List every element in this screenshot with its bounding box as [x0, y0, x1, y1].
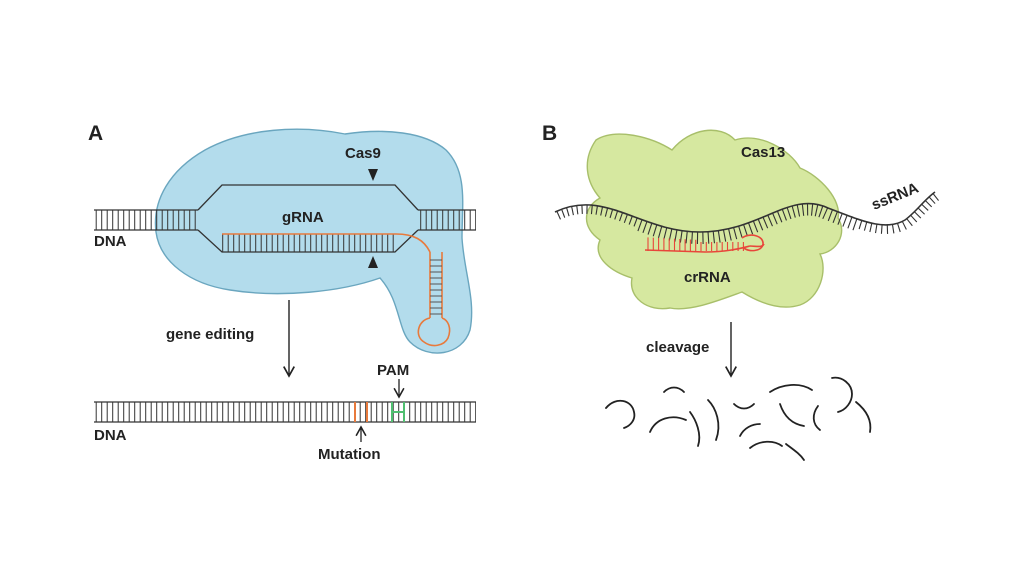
ssrna-bases [556, 193, 940, 244]
panel-a-letter: A [88, 122, 103, 145]
dna-top-label: DNA [94, 233, 127, 250]
grna-strand [222, 233, 431, 253]
panel-b-letter: B [542, 122, 557, 145]
dna-bubble-top-strand [197, 184, 419, 211]
cut-site-top-icon [368, 169, 378, 181]
crrna-strand [644, 234, 765, 253]
pam-site [391, 402, 405, 422]
mutation-site [354, 402, 368, 422]
grna-stem-loop [417, 252, 451, 347]
gene-editing-label: gene editing [166, 326, 254, 343]
cut-site-bottom-icon [368, 256, 378, 268]
cas13-label: Cas13 [741, 144, 785, 161]
crrna-label: crRNA [684, 269, 731, 286]
edited-dna-strand [94, 401, 476, 423]
ssrna-label: ssRNA [869, 179, 921, 213]
mutation-label: Mutation [318, 446, 380, 463]
dna-strand-left [94, 209, 198, 231]
dna-strand-right [418, 209, 476, 231]
grna-label: gRNA [282, 209, 324, 226]
panel-a: A [88, 122, 476, 463]
cas9-label: Cas9 [345, 145, 381, 162]
dna-bottom-label: DNA [94, 427, 127, 444]
cleavage-label: cleavage [646, 339, 709, 356]
rna-fragments [605, 376, 872, 461]
cas13-protein [585, 129, 843, 310]
panel-b: B Cas13 ssRNA crRNA cleavage [542, 122, 940, 461]
pam-label: PAM [377, 362, 409, 379]
